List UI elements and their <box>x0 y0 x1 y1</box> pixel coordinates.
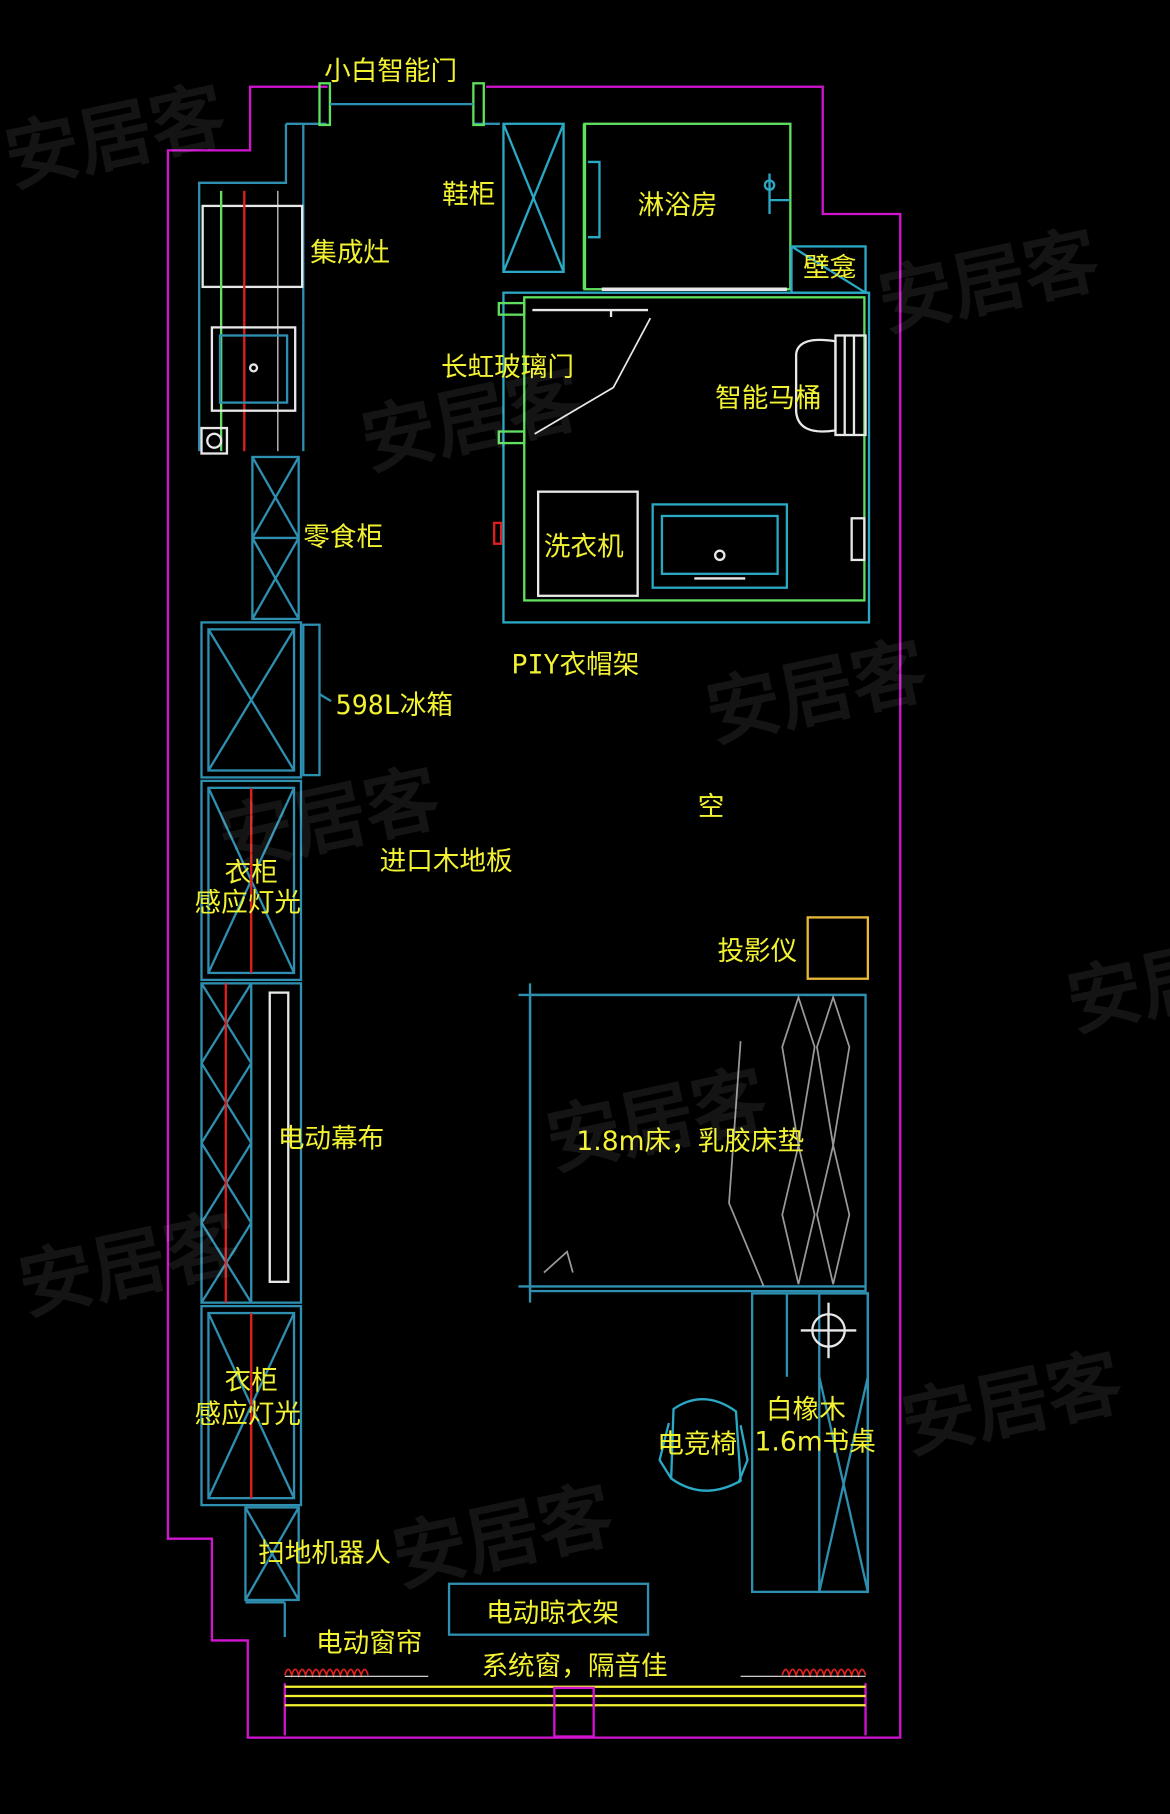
gaming-chair <box>658 1398 749 1492</box>
smart-door-frame <box>318 82 485 127</box>
bed <box>518 983 867 1303</box>
label-shower-room: 淋浴房 <box>638 190 718 221</box>
label-wood-floor: 进口木地板 <box>380 846 513 877</box>
label-desk-line1: 白橡木 <box>766 1394 846 1425</box>
label-empty: 空 <box>698 792 725 823</box>
drying-rack <box>447 1582 650 1636</box>
label-niche: 壁龛 <box>803 252 856 283</box>
wardrobe-bottom <box>200 1304 303 1507</box>
label-wardrobe-bottom-line1: 衣柜 <box>225 1365 278 1396</box>
fridge <box>200 621 332 779</box>
label-wardrobe-bottom-line2: 感应灯光 <box>195 1399 301 1430</box>
curtain-left <box>283 1668 429 1679</box>
label-window: 系统窗，隔音佳 <box>481 1651 667 1682</box>
bathroom <box>493 291 871 624</box>
label-wardrobe-top-line2: 感应灯光 <box>195 888 301 919</box>
projector <box>806 916 870 980</box>
shoe-cabinet <box>502 122 565 274</box>
label-washing-machine: 洗衣机 <box>544 531 624 562</box>
desk <box>751 1292 870 1594</box>
label-drying-rack: 电动晾衣架 <box>486 1598 619 1629</box>
label-snack-cabinet: 零食柜 <box>303 522 383 553</box>
label-gaming-chair: 电竞椅 <box>657 1429 737 1460</box>
curtain-right <box>740 1668 867 1679</box>
label-shoe-cabinet: 鞋柜 <box>442 180 495 211</box>
label-desk-line2: 1.6m书桌 <box>754 1427 875 1458</box>
label-glass-door: 长虹玻璃门 <box>441 352 574 383</box>
system-window <box>284 1685 866 1738</box>
kitchen-sink <box>200 326 297 455</box>
shower-room <box>582 122 792 291</box>
screen-cabinet <box>200 982 303 1304</box>
label-bed: 1.8m床，乳胶床垫 <box>576 1126 804 1157</box>
label-integrated-stove: 集成灶 <box>310 237 390 268</box>
integrated-stove <box>201 190 304 452</box>
label-curtain: 电动窗帘 <box>316 1628 422 1659</box>
label-smart-door: 小白智能门 <box>324 56 457 87</box>
label-wardrobe-top-line1: 衣柜 <box>225 858 278 889</box>
snack-cabinet <box>251 455 300 621</box>
outer-wall <box>166 85 902 1739</box>
label-fridge: 598L冰箱 <box>336 690 453 721</box>
label-smart-toilet: 智能马桶 <box>715 383 821 414</box>
wardrobe-top <box>200 779 303 982</box>
label-robot-vacuum: 扫地机器人 <box>258 1538 391 1569</box>
robot-vacuum-cabinet <box>244 1506 300 1602</box>
label-projector: 投影仪 <box>717 936 797 967</box>
label-screen: 电动幕布 <box>278 1124 384 1155</box>
label-coat-rack: PIY衣帽架 <box>512 649 640 680</box>
